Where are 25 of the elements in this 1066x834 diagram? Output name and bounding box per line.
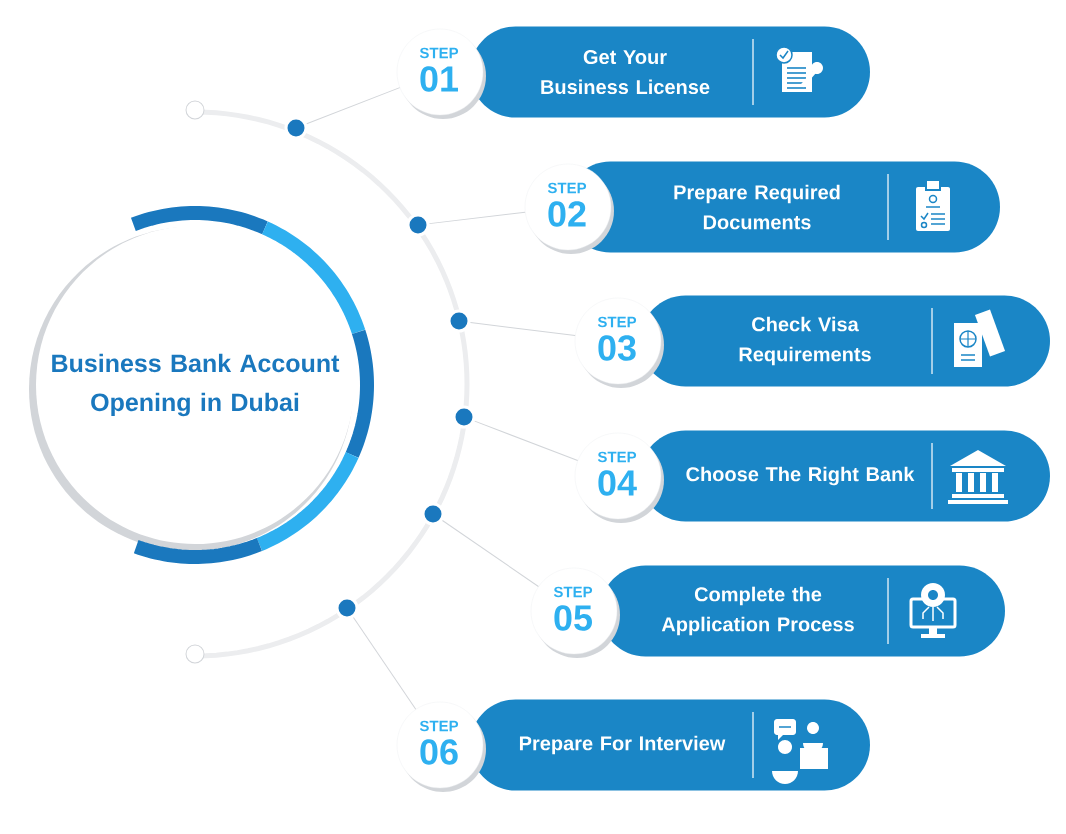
step-word: STEP [597,316,637,328]
title-text: Business Bank Account Opening in Dubai [52,353,340,417]
connector-line [469,321,576,337]
step-word: STEP [597,451,637,463]
connector-line [428,211,526,225]
timeline-dot [284,116,308,140]
step-number: 03 [598,335,636,361]
step-title: Prepare Required Documents [674,184,840,230]
connector-line [352,617,417,710]
step-title: Complete the Application Process [661,586,854,636]
connector-line [442,520,539,587]
timeline-dot [335,596,359,620]
step-word: STEP [419,720,459,732]
step-number: 06 [420,739,458,765]
step-title: Choose The Right Bank [686,466,915,486]
step-title: Check Visa Requirements [739,316,871,366]
step-title: Get Your Business License [541,49,710,95]
timeline-dot [452,405,476,429]
connector-line [306,87,401,125]
timeline-dot [421,502,445,526]
connector-line [474,420,579,462]
timeline-dot [447,309,471,333]
timeline-dot [406,213,430,237]
step-title: Prepare For Interview [519,735,726,755]
step-number: 04 [598,470,637,496]
